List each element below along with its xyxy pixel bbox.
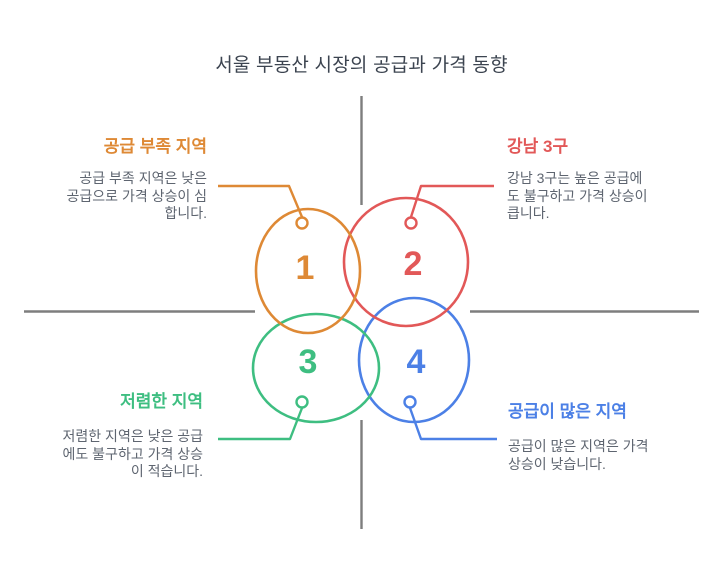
callout-supply-shortage: 공급 부족 지역 공급 부족 지역은 낮은 공급으로 가격 상승이 심 합니다.	[30, 136, 207, 223]
callout-high-supply: 공급이 많은 지역 공급이 많은 지역은 가격 상승이 낮습니다.	[508, 401, 698, 473]
connector-line-cheap-area	[218, 407, 304, 441]
callout-supply-shortage-heading: 공급 부족 지역	[103, 137, 207, 156]
connector-dot-cheap-area	[295, 395, 309, 409]
diagram-title: 서울 부동산 시장의 공급과 가격 동향	[215, 55, 508, 76]
body-line: 도 불구하고 가격 상승이	[507, 187, 648, 204]
callout-high-supply-body: 공급이 많은 지역은 가격 상승이 낮습니다.	[508, 438, 698, 473]
callout-cheap-area-heading: 저렴한 지역	[120, 392, 203, 411]
body-line: 공급 부족 지역은 낮은	[79, 170, 207, 186]
body-line: 공급으로 가격 상승이 심	[66, 187, 207, 204]
body-line: 강남 3구는 높은 공급에	[507, 170, 643, 186]
circle-1-supply-shortage	[254, 207, 362, 335]
body-line: 에도 불구하고 가격 상승	[62, 445, 203, 462]
callout-supply-shortage-body: 공급 부족 지역은 낮은 공급으로 가격 상승이 심 합니다.	[30, 170, 207, 223]
body-line: 합니다.	[164, 205, 207, 221]
connector-dot-supply-shortage	[295, 216, 309, 230]
connector-line-high-supply	[408, 407, 497, 441]
connector-dot-high-supply	[403, 395, 417, 409]
body-line: 이 적습니다.	[130, 463, 203, 479]
circle-3-cheap-area	[251, 312, 381, 424]
callout-gangnam-heading: 강남 3구	[507, 137, 569, 156]
body-line: 상승이 낮습니다.	[508, 455, 606, 472]
circle-2-number: 2	[404, 245, 423, 283]
callout-gangnam: 강남 3구 강남 3구는 높은 공급에 도 불구하고 가격 상승이 큽니다.	[507, 136, 692, 223]
circle-3-number: 3	[299, 343, 318, 381]
body-line: 공급이 많은 지역은 가격	[508, 438, 649, 454]
callout-high-supply-heading: 공급이 많은 지역	[508, 402, 627, 421]
callout-gangnam-body: 강남 3구는 높은 공급에 도 불구하고 가격 상승이 큽니다.	[507, 170, 692, 223]
circle-4-number: 4	[407, 343, 426, 381]
callout-cheap-area: 저렴한 지역 저렴한 지역은 낮은 공급 에도 불구하고 가격 상승 이 적습니…	[26, 391, 203, 481]
body-line: 저렴한 지역은 낮은 공급	[62, 428, 203, 444]
connector-dot-gangnam	[404, 216, 418, 230]
connector-line-supply-shortage	[218, 184, 304, 218]
connector-line-gangnam	[409, 184, 494, 218]
circle-2-gangnam	[342, 196, 470, 328]
body-line: 큽니다.	[507, 205, 550, 221]
callout-cheap-area-body: 저렴한 지역은 낮은 공급 에도 불구하고 가격 상승 이 적습니다.	[26, 428, 203, 481]
circle-1-number: 1	[296, 249, 315, 287]
